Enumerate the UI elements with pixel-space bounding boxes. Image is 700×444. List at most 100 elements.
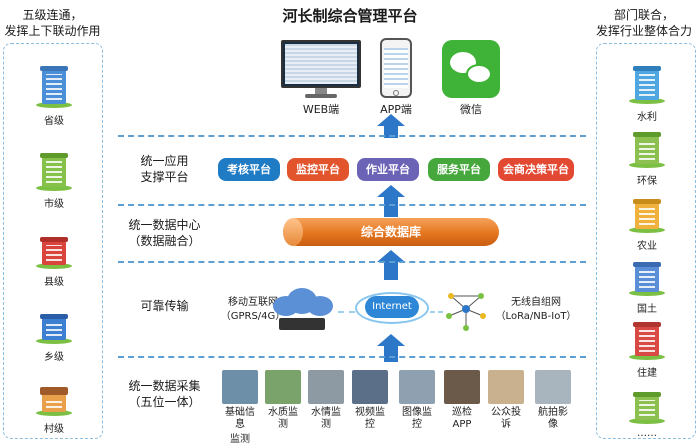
database-cap-icon xyxy=(283,218,303,246)
source-label: 水质监测 xyxy=(268,407,298,430)
level-province: 省级 xyxy=(4,66,104,127)
wireless-network-line-1: 无线自组网 xyxy=(511,297,561,308)
wechat-icon xyxy=(442,40,500,98)
web-terminal: WEB端 xyxy=(276,40,366,117)
level-label: 村级 xyxy=(44,424,64,435)
web-terminal-label: WEB端 xyxy=(302,103,340,116)
source-video: 视频监控 xyxy=(352,370,388,431)
level-village: 村级 xyxy=(4,374,104,435)
source-aerial: 航拍影像 xyxy=(535,370,571,431)
layer-label-collect: 统一数据采集 （五位一体） xyxy=(112,378,217,410)
source-water-regime: 水情监测 xyxy=(308,370,344,431)
mobile-network-line-2: （GPRS/4G） xyxy=(220,311,286,322)
database-label: 综合数据库 xyxy=(360,225,421,239)
level-label: 乡级 xyxy=(44,352,64,363)
building-icon xyxy=(36,302,72,344)
dept-label: …… xyxy=(637,428,657,439)
building-icon xyxy=(36,66,72,108)
source-image: 图像监控 xyxy=(399,370,435,431)
wireless-network-label: 无线自组网 （LoRa/NB-IoT） xyxy=(487,296,585,324)
page-title: 河长制综合管理平台 xyxy=(282,7,418,25)
layer-divider xyxy=(118,204,586,206)
layer-label-line: （五位一体） xyxy=(128,395,201,409)
up-arrow-icon xyxy=(377,334,405,362)
dept-label: 住建 xyxy=(637,368,657,379)
dept-label: 水利 xyxy=(637,112,657,123)
platform-decision: 会商决策平台 xyxy=(498,158,574,181)
right-departments-panel: 水利 环保 农业 国土 xyxy=(596,43,696,439)
layer-label-line: 可靠传输 xyxy=(140,299,189,313)
internet-label: Internet xyxy=(365,296,419,318)
photo-thumbnail xyxy=(352,370,388,404)
network-connector xyxy=(430,311,443,313)
photo-thumbnail xyxy=(222,370,258,404)
source-label: 公众投诉 xyxy=(491,407,521,430)
source-label: 巡检APP xyxy=(452,407,472,430)
layer-label-line: 支撑平台 xyxy=(140,170,189,184)
dept-land: 国土 xyxy=(597,254,697,315)
wechat-terminal-label: 微信 xyxy=(460,103,482,116)
phone-icon xyxy=(380,38,412,98)
dept-agriculture: 农业 xyxy=(597,191,697,252)
right-header-line-1: 部门联合， xyxy=(613,8,674,22)
mobile-network-line-1: 移动互联网 xyxy=(228,297,278,308)
wechat-terminal: 微信 xyxy=(438,40,504,117)
photo-thumbnail xyxy=(308,370,344,404)
photo-thumbnail xyxy=(488,370,524,404)
dept-construction: 住建 xyxy=(597,318,697,379)
building-icon xyxy=(36,149,72,191)
building-icon xyxy=(629,191,665,233)
layer-label-line: 统一数据采集 xyxy=(128,379,201,393)
building-icon xyxy=(629,254,665,296)
network-connector xyxy=(338,311,355,313)
level-label: 省级 xyxy=(44,116,64,127)
house-icon xyxy=(36,374,72,416)
left-header-line-2: 发挥上下联动作用 xyxy=(4,24,101,38)
level-label: 市级 xyxy=(44,199,64,210)
dept-more: …… xyxy=(597,382,697,439)
source-public-complaint: 公众投诉 xyxy=(488,370,524,431)
up-arrow-icon xyxy=(377,250,405,280)
right-header: 部门联合， 发挥行业整体合力 xyxy=(588,7,700,39)
layer-label-transport: 可靠传输 xyxy=(112,298,217,314)
dept-label: 环保 xyxy=(637,176,657,187)
dept-label: 国土 xyxy=(637,304,657,315)
layer-label-app: 统一应用 支撑平台 xyxy=(112,153,217,185)
layer-label-data: 统一数据中心 （数据融合） xyxy=(112,217,217,249)
platform-operations: 作业平台 xyxy=(357,158,419,181)
layer-label-line: 统一应用 xyxy=(140,154,189,168)
layer-label-line: （数据融合） xyxy=(128,234,201,248)
layer-divider xyxy=(118,135,586,137)
photo-thumbnail xyxy=(265,370,301,404)
photo-thumbnail xyxy=(444,370,480,404)
mesh-network-icon xyxy=(446,293,486,331)
building-icon xyxy=(629,62,665,104)
building-icon xyxy=(629,382,665,424)
source-label: 视频监控 xyxy=(355,407,385,430)
layer-divider xyxy=(118,356,586,358)
app-terminal: APP端 xyxy=(371,38,421,117)
source-label: 图像监控 xyxy=(402,407,432,430)
photo-thumbnail xyxy=(399,370,435,404)
level-township: 乡级 xyxy=(4,302,104,363)
level-city: 市级 xyxy=(4,149,104,210)
source-basic-info: 基础信息 监测 xyxy=(222,370,258,444)
source-patrol-app: 巡检APP xyxy=(444,370,480,431)
level-label: 县级 xyxy=(44,277,64,288)
layer-label-line: 统一数据中心 xyxy=(128,218,201,232)
platform-service: 服务平台 xyxy=(428,158,490,181)
dept-label: 农业 xyxy=(637,241,657,252)
left-header-line-1: 五级连通， xyxy=(22,8,83,22)
source-label-2: 监测 xyxy=(230,434,250,444)
wireless-network-line-2: （LoRa/NB-IoT） xyxy=(495,311,577,322)
left-header: 五级连通， 发挥上下联动作用 xyxy=(0,7,105,39)
mobile-cloud-icon xyxy=(267,288,337,332)
source-label: 航拍影像 xyxy=(538,407,568,430)
right-header-line-2: 发挥行业整体合力 xyxy=(595,24,692,38)
mobile-network-label: 移动互联网 （GPRS/4G） xyxy=(218,296,288,324)
source-water-quality: 水质监测 xyxy=(265,370,301,431)
database-cylinder: 综合数据库 xyxy=(283,218,499,246)
internet-cloud-icon: Internet xyxy=(355,288,429,328)
building-icon xyxy=(629,126,665,168)
photo-thumbnail xyxy=(535,370,571,404)
